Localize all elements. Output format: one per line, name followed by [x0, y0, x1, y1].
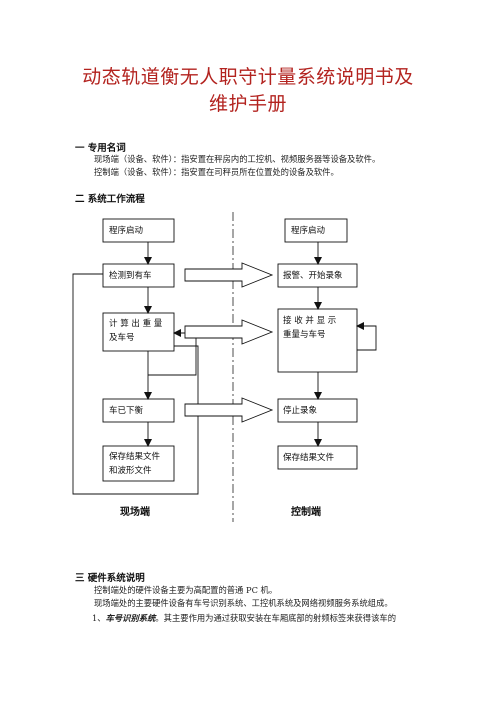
item-1-text: 。其主要作用为通过获取安装在车厢底部的射频标签来获得该车的 — [155, 613, 396, 623]
control-side-label: 控制端 — [291, 507, 321, 518]
field-box-calc-text-1: 计 算 出 重 量 — [109, 318, 163, 329]
field-side-label: 现场端 — [120, 507, 150, 518]
section-3-item-1: 1、车号识别系统。其主要作用为通过获取安装在车厢底部的射频标签来获得该车的 — [92, 612, 396, 624]
field-box-start — [102, 218, 175, 243]
field-outer-loop-line — [72, 273, 199, 495]
field-box-save — [102, 445, 175, 482]
section-1-heading: 一 专用名词 — [75, 143, 126, 154]
control-box-save-text: 保存结果文件 — [283, 452, 335, 463]
field-box-offscale — [102, 398, 175, 423]
field-box-save-text-1: 保存结果文件 — [109, 451, 161, 462]
field-box-calc — [102, 312, 175, 352]
section-3-heading: 三 硬件系统说明 — [75, 573, 145, 584]
control-loop-arrow — [356, 322, 377, 351]
field-box-start-text: 程序启动 — [109, 225, 144, 236]
control-box-start-text: 程序启动 — [291, 225, 326, 236]
block-arrow-detect — [184, 262, 274, 288]
section-2-heading: 二 系统工作流程 — [75, 194, 145, 205]
control-box-display-text-1: 接 收 并 显 示 — [283, 315, 336, 326]
block-arrow-weight — [184, 319, 274, 345]
control-box-start — [284, 218, 348, 243]
field-box-detect-text: 检测到有车 — [109, 270, 152, 281]
section-3-line-1: 控制端处的硬件设备主要为高配置的普通 PC 机。 — [94, 585, 278, 595]
block-arrow-offscale — [184, 397, 274, 423]
control-box-display-text-2: 重量与车号 — [283, 329, 326, 340]
section-3-line-2: 现场端处的主要硬件设备有车号识别系统、工控机系统及网络视频服务系统组成。 — [94, 598, 393, 608]
item-1-number: 1、 — [92, 613, 106, 623]
field-box-calc-text-2: 及车号 — [109, 332, 135, 343]
field-box-detect — [102, 263, 175, 288]
control-box-display — [277, 308, 358, 373]
section-1-line-2: 控制端（设备、软件）：指安置在司秤员所在位置处的设备及软件。 — [94, 167, 339, 177]
control-box-stop-text: 停止录象 — [283, 405, 318, 416]
control-box-alarm-text: 报警、开始录象 — [283, 270, 343, 281]
field-box-save-text-2: 和波形文件 — [109, 465, 152, 476]
section-1-line-1: 现场端（设备、软件）：指安置在秤房内的工控机、视频服务器等设备及软件。 — [94, 154, 381, 164]
document-title-line-2: 维护手册 — [208, 93, 287, 115]
field-box-offscale-text: 车已下衡 — [109, 405, 144, 416]
document-title-line-1: 动态轨道衡无人职守计量系统说明书及 — [82, 66, 414, 88]
item-1-title: 车号识别系统 — [105, 613, 156, 623]
